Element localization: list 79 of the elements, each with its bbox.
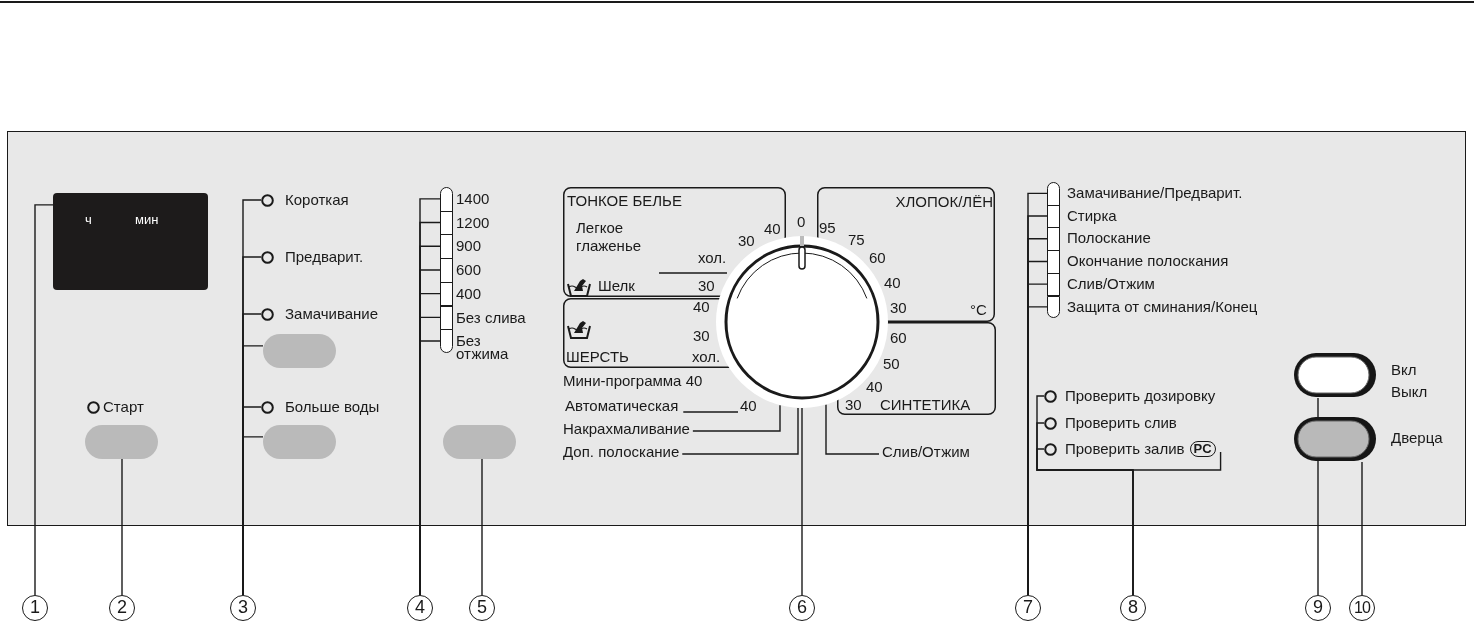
temperature-value: 30: [738, 232, 755, 250]
phase-label: Стирка: [1067, 206, 1117, 225]
callout-number: 5: [469, 595, 495, 621]
temperature-value: 95: [819, 219, 836, 237]
push-button: [263, 334, 336, 368]
push-button: [85, 425, 158, 459]
leader-line: [692, 404, 781, 432]
callout-number: 8: [1120, 595, 1146, 621]
program-title: ХЛОПОК/ЛЁН: [895, 193, 993, 211]
temperature-value: 40: [740, 397, 757, 415]
spin-speed-label: Без слива: [456, 308, 526, 327]
temperature-value: 40: [764, 220, 781, 238]
temperature-value: 60: [890, 329, 907, 347]
callout-number: 2: [109, 595, 135, 621]
leader-line: [801, 407, 803, 596]
callout-number: 9: [1305, 595, 1331, 621]
callout-number: 7: [1015, 595, 1041, 621]
display-screen: [53, 193, 208, 290]
phase-label: Окончание полоскания: [1067, 252, 1229, 271]
temperature-value: 40: [884, 274, 901, 292]
program-name: Накрахмаливание: [563, 420, 690, 438]
status-label: Старт: [103, 398, 144, 416]
time-unit-label: ч: [85, 211, 92, 229]
temperature-value: 60: [869, 249, 886, 267]
callout-number: 10: [1349, 595, 1375, 621]
spin-speed-label: 1400: [456, 190, 490, 208]
leader-line: [481, 458, 483, 596]
program-name: Мини-программа 40: [563, 372, 703, 390]
spin-speed-label: 600: [456, 261, 482, 280]
leader-line: [681, 407, 799, 455]
phase-label: Замачивание/Предварит.: [1067, 184, 1243, 202]
program-title: СИНТЕТИКА: [880, 396, 971, 414]
program-title: ШЕРСТЬ: [566, 348, 629, 366]
callout-number: 6: [789, 595, 815, 621]
dial-position-label: 0: [797, 213, 806, 231]
temperature-value: 30: [890, 299, 907, 317]
status-label: Проверить залив: [1065, 440, 1185, 458]
temperature-value: 30: [845, 396, 862, 414]
button-label: Вкл Выкл: [1391, 360, 1429, 402]
phase-label: Защита от сминания/Конец: [1067, 297, 1258, 316]
push-button: [263, 425, 336, 459]
option-label: Больше воды: [285, 398, 380, 416]
temperature-value: 40: [693, 298, 710, 316]
option-label: Предварит.: [285, 248, 364, 266]
program-name: Доп. полоскание: [563, 443, 680, 461]
program-title: ТОНКОЕ БЕЛЬЕ: [567, 192, 682, 210]
temperature-value: 30: [693, 327, 710, 345]
push-button: [443, 425, 516, 459]
button-label: Дверца: [1391, 429, 1444, 447]
leader-line: [121, 458, 123, 596]
spin-speed-label: 1200: [456, 213, 490, 232]
temperature-value: хол.: [698, 249, 727, 267]
callout-number: 1: [22, 595, 48, 621]
spin-speed-label: 900: [456, 237, 482, 256]
unit-label: °C: [970, 301, 987, 319]
temperature-value: хол.: [692, 348, 721, 366]
leader-line: [1036, 448, 1222, 596]
phase-label: Слив/Отжим: [1067, 274, 1155, 293]
callout-number: 4: [407, 595, 433, 621]
leader-line: [825, 403, 880, 455]
spin-speed-label: Без отжима: [456, 334, 510, 361]
program-name: Шелк: [598, 277, 635, 295]
callout-number: 3: [230, 595, 256, 621]
status-label: Проверить дозировку: [1065, 387, 1216, 405]
program-name: Автоматическая: [565, 397, 679, 415]
temperature-value: 30: [698, 277, 715, 295]
leader-line: [1361, 461, 1363, 596]
program-name: Слив/Отжим: [882, 443, 970, 461]
temperature-value: 40: [866, 378, 883, 396]
temperature-value: 75: [848, 231, 865, 249]
leader-line: [34, 204, 54, 596]
temperature-value: 50: [883, 355, 900, 373]
program-name: Легкое глаженье: [576, 219, 643, 255]
option-label: Замачивание: [285, 305, 379, 323]
status-label: Проверить слив: [1065, 414, 1177, 432]
spin-speed-label: 400: [456, 284, 482, 303]
option-label: Короткая: [285, 191, 349, 209]
time-unit-label: мин: [135, 211, 159, 229]
phase-label: Полоскание: [1067, 229, 1151, 248]
